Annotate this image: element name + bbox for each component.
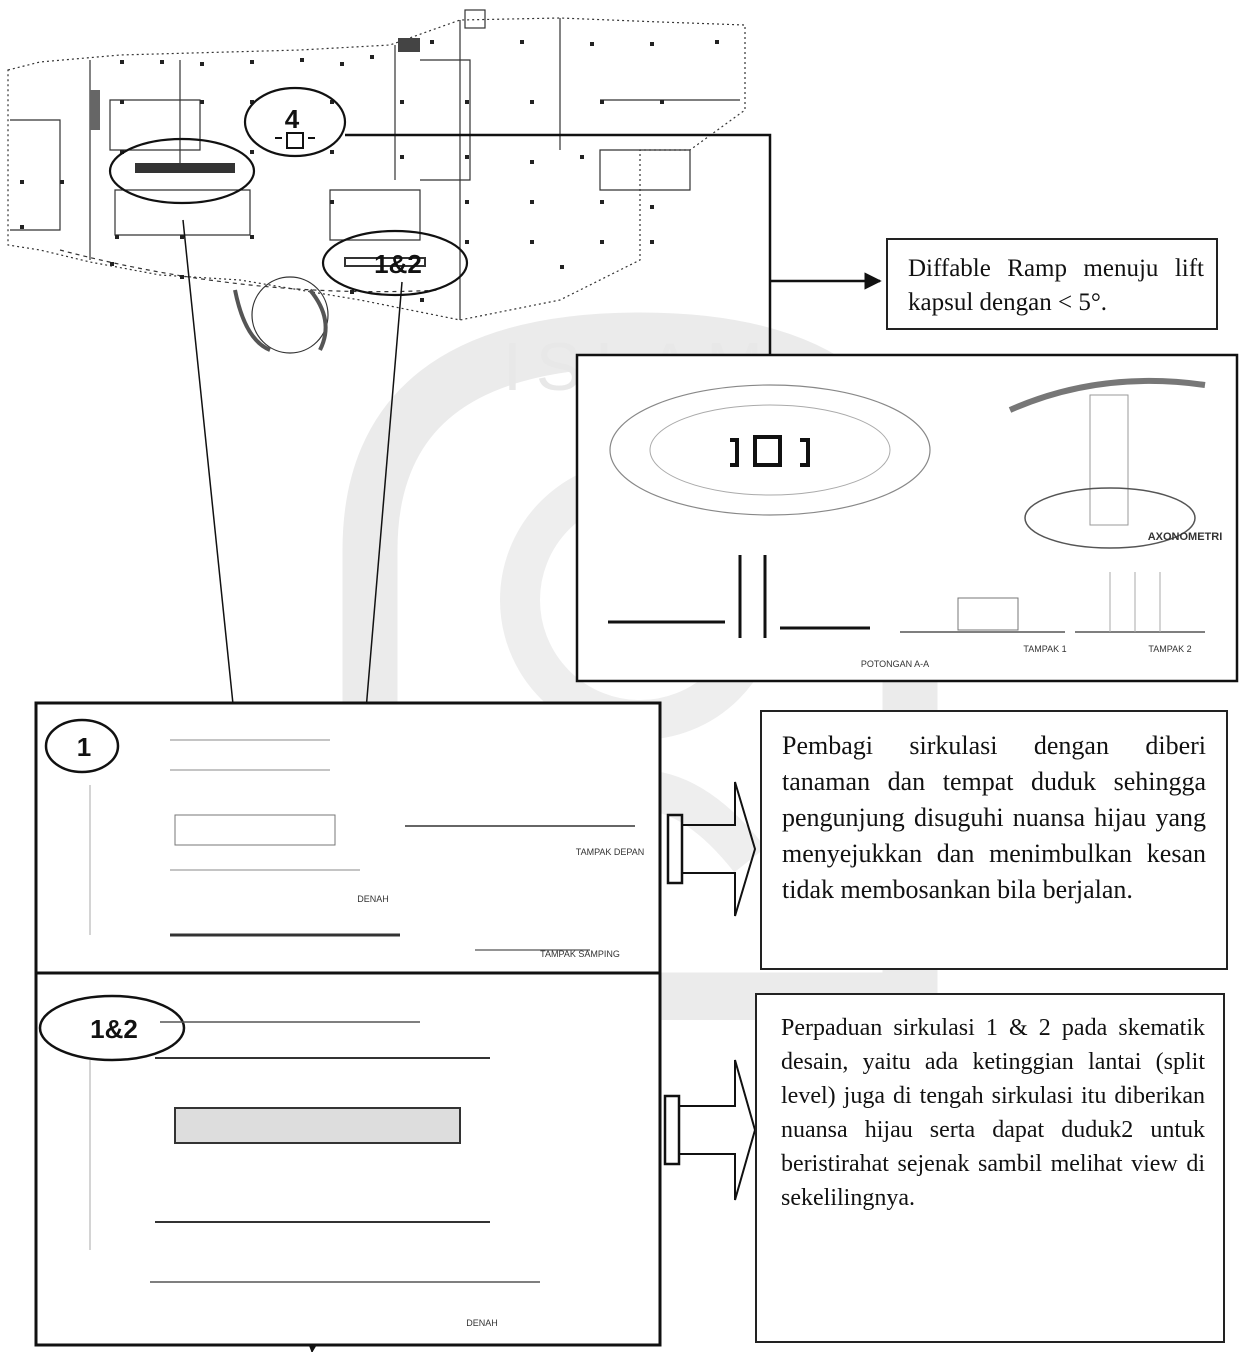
block-arrow-12 xyxy=(663,1059,757,1201)
marker-12[interactable]: 1&2 xyxy=(321,229,469,297)
detail-ramp-panel: AXONOMETRI POTONGAN A-A TAMPAK 1 TAMPAK … xyxy=(575,353,1239,683)
block-arrow-1 xyxy=(666,781,757,917)
panel-12-label: 1&2 xyxy=(90,1014,138,1044)
connector-4-detail xyxy=(345,133,779,422)
note-sirkulasi-12-text: Perpaduan sirkulasi 1 & 2 pada skematik … xyxy=(781,1015,1205,1211)
label-tampak-1: TAMPAK 1 xyxy=(1023,644,1066,654)
note-sirkulasi-1-text: Pembagi sirkulasi dengan diberi tanaman … xyxy=(782,731,1206,904)
note-sirkulasi-1: Pembagi sirkulasi dengan diberi tanaman … xyxy=(760,710,1228,970)
label-tampak-2: TAMPAK 2 xyxy=(1148,644,1191,654)
marker-circulation-1[interactable] xyxy=(108,137,256,205)
site-plan-columns xyxy=(20,40,719,302)
label-axonometri: AXONOMETRI xyxy=(1148,531,1223,543)
detail-12-panel: 1&2 DENAH xyxy=(34,971,662,1347)
marker-4-label: 4 xyxy=(285,104,300,134)
circulation-strip-1 xyxy=(135,163,235,173)
marker-4[interactable]: 4 xyxy=(243,86,347,158)
label-tampak-depan: TAMPAK DEPAN xyxy=(576,847,645,857)
note-sirkulasi-12: Perpaduan sirkulasi 1 & 2 pada skematik … xyxy=(755,993,1225,1343)
label-potongan: POTONGAN A-A xyxy=(861,659,929,669)
label-denah-1: DENAH xyxy=(357,894,389,904)
note-ramp: Diffable Ramp menuju lift kapsul dengan … xyxy=(886,238,1218,330)
marker-12-label: 1&2 xyxy=(374,249,422,279)
label-denah-12: DENAH xyxy=(466,1318,498,1328)
label-tampak-samping: TAMPAK SAMPING xyxy=(540,949,620,959)
detail-1-panel: 1 TAMPAK DEPAN TAMPAK SAMPING DENAH xyxy=(34,701,662,975)
site-plan xyxy=(7,9,746,354)
panel-1-label: 1 xyxy=(77,732,91,762)
note-ramp-text: Diffable Ramp menuju lift kapsul dengan … xyxy=(908,255,1204,316)
